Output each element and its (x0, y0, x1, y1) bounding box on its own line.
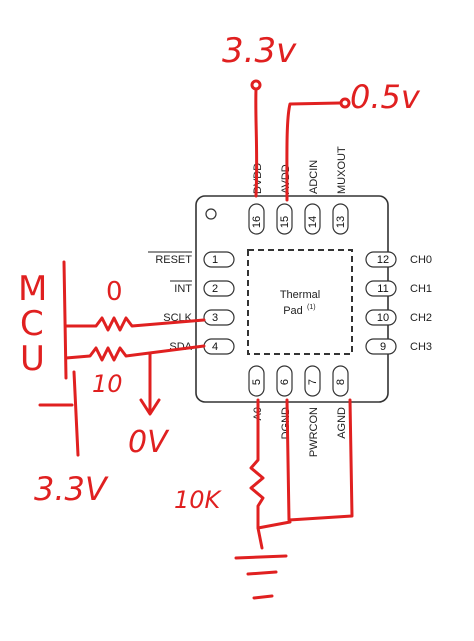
pullup-wire (72, 370, 80, 457)
pin-10-num: 10 (377, 312, 389, 324)
pin-7-label: PWRCON (308, 407, 320, 457)
pin-13-num: 13 (335, 216, 347, 228)
pin-8-num: 8 (335, 379, 347, 385)
pin-12-num: 12 (377, 254, 389, 266)
pin-7-num: 7 (307, 379, 319, 385)
a0-resistor-label: 10K (174, 486, 223, 514)
pin-14-num: 14 (307, 216, 319, 228)
mcu-letter-m: M (18, 269, 47, 309)
avdd-supply-label: 0.5v (350, 78, 421, 116)
pin-10-label: CH2 (410, 312, 432, 324)
pin-2-num: 2 (212, 283, 218, 295)
pin-9-label: CH3 (410, 341, 432, 353)
mcu-letter-u: U (20, 339, 45, 379)
pin-8-label: AGND (336, 407, 348, 439)
pin-4-num: 4 (212, 341, 218, 353)
pin-9-num: 9 (380, 341, 386, 353)
pin-11-pad (365, 280, 397, 297)
thermal-pad-note: (1) (307, 304, 316, 311)
pullup-supply-label: 3.3V (34, 470, 109, 508)
pulldown-arrow-icon (139, 398, 161, 416)
pin-16-pad (248, 203, 265, 235)
pin-3-num: 3 (212, 312, 218, 324)
pin-16-num: 16 (251, 216, 263, 228)
pin-9-pad (365, 338, 397, 355)
pin-15-pad (276, 203, 293, 235)
pin-13-label: MUXOUT (336, 146, 348, 194)
pin-12-label: CH0 (410, 254, 432, 266)
pin-13-pad (332, 203, 349, 235)
pin-1-label: RESET (155, 254, 192, 266)
pin1-marker (205, 208, 217, 220)
a0-resistor (249, 398, 265, 550)
ground-icon-line-3 (252, 594, 274, 600)
pin-14-label: ADCIN (308, 160, 320, 194)
gnd-join-wire (256, 520, 292, 530)
right-pins: 12 11 10 9 CH0 CH1 CH2 CH3 (365, 251, 432, 355)
sda-resistor (64, 344, 206, 362)
ground-icon (234, 554, 288, 560)
sclk-resistor-label: 0 (106, 277, 123, 307)
hand-annotations (38, 79, 354, 600)
chip-body (195, 195, 389, 403)
thermal-pad-label-1: Thermal (280, 289, 320, 301)
pin-6-num: 6 (279, 379, 291, 385)
pin-10-pad (365, 309, 397, 326)
pin-11-label: CH1 (410, 283, 432, 295)
avdd-supply-node (339, 97, 351, 109)
pin-14-pad (304, 203, 321, 235)
avdd-wire (285, 101, 342, 202)
ground-icon-line-2 (246, 570, 278, 576)
mcu-letter-c: C (20, 304, 44, 344)
pin-15-num: 15 (279, 216, 291, 228)
pin-2-pad (203, 280, 235, 297)
dvdd-wire (254, 87, 259, 198)
sda-resistor-label: 10 (92, 370, 123, 398)
pin-2-label: INT (174, 283, 192, 295)
thermal-pad-label-2: Pad (283, 305, 303, 317)
gnd-tie-wire (285, 398, 354, 522)
pin-5-num: 5 (251, 379, 263, 385)
pin-1-pad (203, 251, 235, 268)
pin-11-num: 11 (377, 283, 388, 295)
pin-4-pad (203, 338, 235, 355)
ground-voltage-label: 0V (128, 425, 170, 460)
left-pins: 1 2 3 4 RESET INT SCLK SDA (148, 251, 235, 355)
dvdd-supply-label: 3.3v (222, 31, 297, 71)
pin-8-pad (332, 365, 349, 397)
pin-6-pad (276, 365, 293, 397)
sclk-resistor (64, 316, 206, 332)
pin-12-pad (365, 251, 397, 268)
thermal-pad (247, 249, 353, 355)
pin-3-pad (203, 309, 235, 326)
pin-1-num: 1 (212, 254, 218, 266)
pin-5-pad (248, 365, 265, 397)
pin-7-pad (304, 365, 321, 397)
mcu-bracket (62, 260, 68, 380)
